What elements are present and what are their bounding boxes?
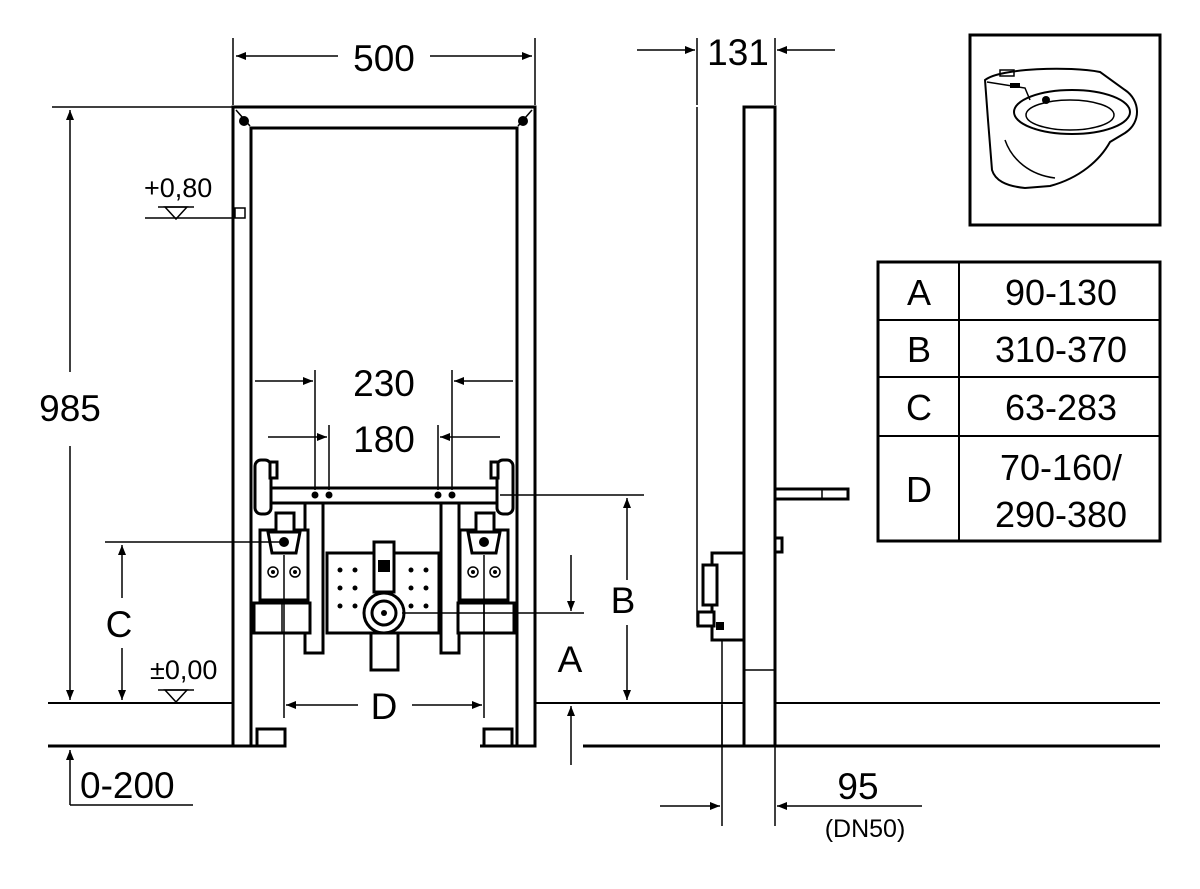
level-upper: +0,80 bbox=[144, 173, 233, 221]
table-row-d-key: D bbox=[906, 469, 932, 510]
drain-size-label: (DN50) bbox=[825, 815, 906, 843]
dimension-floor-adjust: 0-200 bbox=[66, 750, 193, 806]
plate-holes bbox=[337, 567, 429, 609]
dimension-c: C bbox=[105, 541, 284, 700]
bidet-illustration bbox=[968, 33, 1162, 227]
spacing-230-label: 230 bbox=[353, 363, 415, 404]
level-upper-label: +0,80 bbox=[144, 173, 212, 203]
height-label: 985 bbox=[39, 388, 101, 429]
table-row-d-value-line2: 290-380 bbox=[995, 494, 1127, 535]
dimension-width: 500 bbox=[232, 38, 536, 105]
d-label: D bbox=[371, 686, 398, 727]
table-row-d-value-line1: 70-160/ bbox=[1000, 447, 1122, 488]
dimension-depth: 131 bbox=[637, 32, 835, 105]
right-clamp bbox=[495, 458, 515, 516]
left-foot bbox=[255, 727, 287, 748]
spacing-180-label: 180 bbox=[353, 419, 415, 460]
dimension-d: D bbox=[283, 555, 485, 727]
c-label: C bbox=[106, 604, 133, 645]
dimension-b: B bbox=[500, 494, 644, 700]
table-row-c-value: 63-283 bbox=[1005, 387, 1117, 428]
left-clamp bbox=[253, 458, 273, 516]
right-foot bbox=[482, 727, 514, 748]
drain-pipe bbox=[369, 631, 400, 672]
table-row-a-key: A bbox=[907, 272, 931, 313]
left-fitting bbox=[252, 511, 312, 635]
floor-adjust-label: 0-200 bbox=[80, 765, 175, 806]
b-label: B bbox=[611, 580, 636, 621]
width-label: 500 bbox=[353, 38, 415, 79]
level-floor-label: ±0,00 bbox=[150, 655, 217, 685]
dimension-drain: 95 (DN50) bbox=[660, 705, 922, 843]
side-frame-column bbox=[742, 105, 777, 748]
dimension-height: 985 bbox=[39, 106, 233, 700]
right-fitting bbox=[456, 511, 516, 635]
level-mark-bracket bbox=[234, 207, 246, 219]
table-row-a-value: 90-130 bbox=[1005, 272, 1117, 313]
table-border bbox=[876, 260, 1162, 543]
frame-bolt-left bbox=[239, 116, 249, 126]
right-support-rod bbox=[439, 501, 461, 655]
level-floor: ±0,00 bbox=[150, 655, 217, 704]
dimension-180: 180 bbox=[268, 419, 500, 490]
dimension-a: A bbox=[402, 555, 584, 765]
dimension-230: 230 bbox=[255, 363, 513, 490]
depth-label: 131 bbox=[707, 32, 769, 73]
dimension-table: A 90-130 B 310-370 C 63-283 D 70-160/ 29… bbox=[876, 260, 1162, 543]
table-row-b-value: 310-370 bbox=[995, 329, 1127, 370]
a-label: A bbox=[558, 639, 583, 680]
cross-bar bbox=[266, 486, 502, 505]
table-row-b-key: B bbox=[907, 329, 931, 370]
drain-offset-label: 95 bbox=[837, 766, 878, 807]
side-bracket-arm bbox=[773, 487, 850, 501]
side-view bbox=[696, 105, 850, 748]
bidet-body bbox=[983, 67, 1138, 190]
table-row-c-key: C bbox=[906, 387, 932, 428]
